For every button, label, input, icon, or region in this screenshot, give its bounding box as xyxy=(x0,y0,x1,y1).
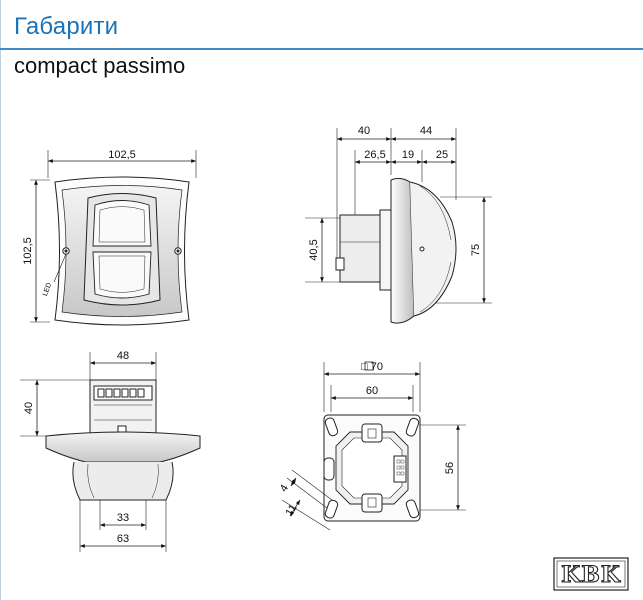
plate-dim-11: 11 xyxy=(283,502,299,518)
front-height-label: 102,5 xyxy=(22,237,34,265)
side-dim-75: 75 xyxy=(470,244,482,256)
profile-dim-63: 63 xyxy=(117,533,129,545)
plate-dim-60: 60 xyxy=(366,385,378,397)
product-subtitle: compact passimo xyxy=(14,53,186,78)
profile-dim-48: 48 xyxy=(117,350,129,362)
profile-dim-40: 40 xyxy=(23,402,35,414)
profile-dim-33: 33 xyxy=(117,512,129,524)
side-dim-26-5: 26,5 xyxy=(364,149,385,161)
profile-view xyxy=(20,352,201,552)
square-symbol-icon xyxy=(364,361,374,371)
plate-dim-70: □ 70 xyxy=(361,361,383,373)
plate-dim-56: 56 xyxy=(444,462,456,474)
side-dim-40: 40 xyxy=(358,125,370,137)
title-rule xyxy=(0,48,643,50)
front-width-label: 102,5 xyxy=(108,149,136,161)
logo-text: KBK xyxy=(561,562,621,588)
side-dim-44: 44 xyxy=(420,125,432,137)
mounting-plate-view xyxy=(281,362,466,531)
side-dim-40-5: 40,5 xyxy=(308,239,320,260)
page-title: Габарити xyxy=(14,13,119,40)
side-dim-19: 19 xyxy=(402,149,414,161)
side-dim-25: 25 xyxy=(436,149,448,161)
kbk-logo: KBK xyxy=(553,557,629,591)
frame-border xyxy=(0,0,1,600)
side-view xyxy=(305,128,492,324)
led-label: LED xyxy=(42,282,53,297)
front-view xyxy=(30,150,197,326)
plate-dim-4: 4 xyxy=(278,483,291,495)
